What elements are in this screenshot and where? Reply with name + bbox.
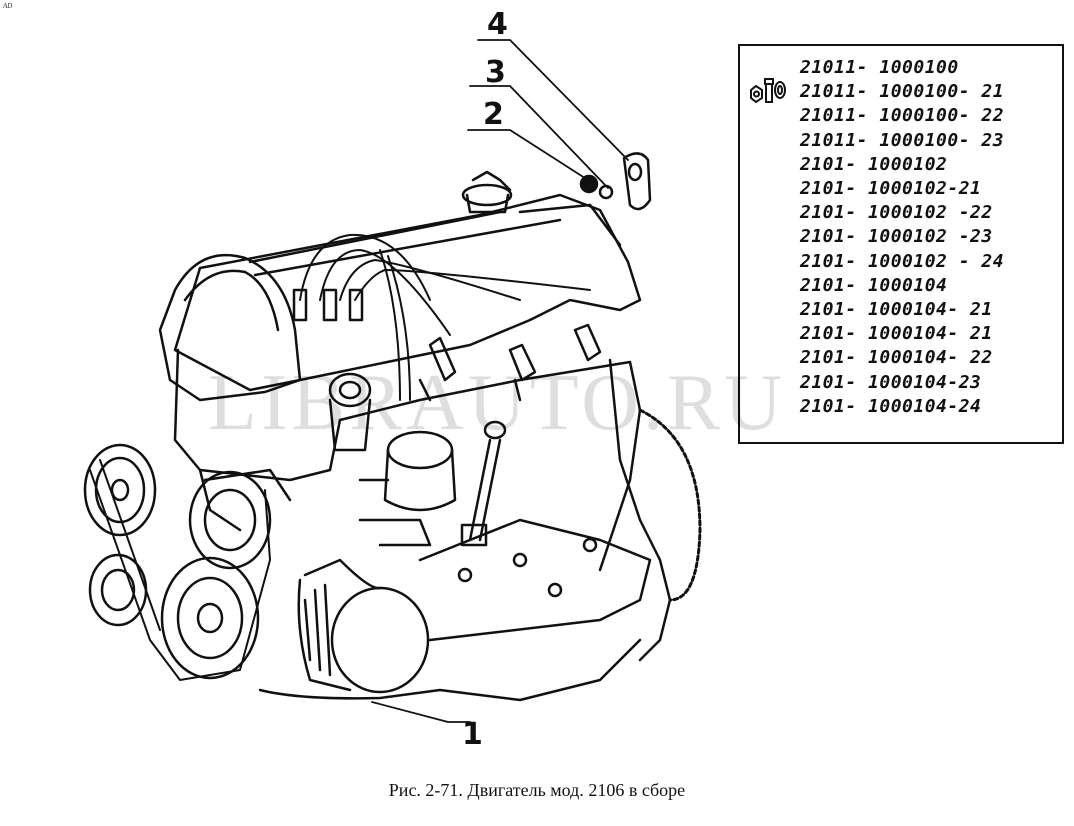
part-number: 21011- 1000100- 22 (800, 105, 1005, 127)
part-number: 21011- 1000100- 23 (800, 129, 1005, 151)
part-number: 2101- 1000102 - 24 (800, 250, 1005, 272)
oil-pan (258, 518, 652, 702)
part-number: 2101- 1000102 -23 (800, 226, 993, 248)
part-number-list: 21011- 1000100 21011- 1000100- 21 21011-… (800, 56, 1004, 419)
part-3-washer (598, 184, 614, 200)
valve-cover (173, 193, 642, 392)
part-number: 2101- 1000104 (800, 274, 948, 296)
lower-pulley (160, 556, 260, 680)
fuel-pump (358, 430, 457, 547)
part-4-bracket (622, 152, 652, 211)
watermark: LIBRAUTO.RU (208, 359, 787, 447)
part-number: 2101- 1000104-24 (800, 395, 982, 417)
water-pump-pulley (188, 468, 292, 570)
oil-filter (297, 558, 430, 694)
part-2-cap (579, 174, 599, 194)
parts-number-table: 21011- 1000100 21011- 1000100- 21 21011-… (738, 44, 1064, 444)
nut-bolt-washer-icon (750, 78, 786, 104)
flywheel (638, 408, 702, 602)
part-number: 2101- 1000102 (800, 153, 948, 175)
callout-2: 2 (483, 97, 504, 132)
timing-cover (158, 253, 302, 402)
callout-4: 4 (487, 7, 508, 42)
part-number: 2101- 1000104- 21 (800, 299, 993, 321)
callout-1: 1 (462, 717, 483, 752)
part-number: 21011- 1000100- 21 (800, 81, 1005, 103)
part-number: 2101- 1000102 -22 (800, 202, 993, 224)
callout-3: 3 (485, 55, 506, 90)
part-number: 21011- 1000100 (800, 57, 959, 78)
figure-caption: Рис. 2-71. Двигатель мод. 2106 в сборе (388, 780, 686, 800)
oil-filler-cap (461, 170, 513, 214)
plug-caps (292, 288, 602, 402)
dipstick (460, 420, 507, 547)
corner-mark: AD (3, 2, 13, 10)
crank-pulley (83, 443, 157, 537)
spark-plug-wires (299, 233, 591, 401)
leader-lines (371, 39, 629, 723)
part-number: 2101- 1000104- 21 (800, 323, 993, 345)
part-number: 2101- 1000104- 22 (800, 347, 993, 369)
part-number: 2101- 1000104-23 (800, 371, 982, 393)
drive-belt (89, 459, 271, 681)
distributor (328, 372, 372, 452)
part-number: 2101- 1000102-21 (800, 178, 982, 200)
